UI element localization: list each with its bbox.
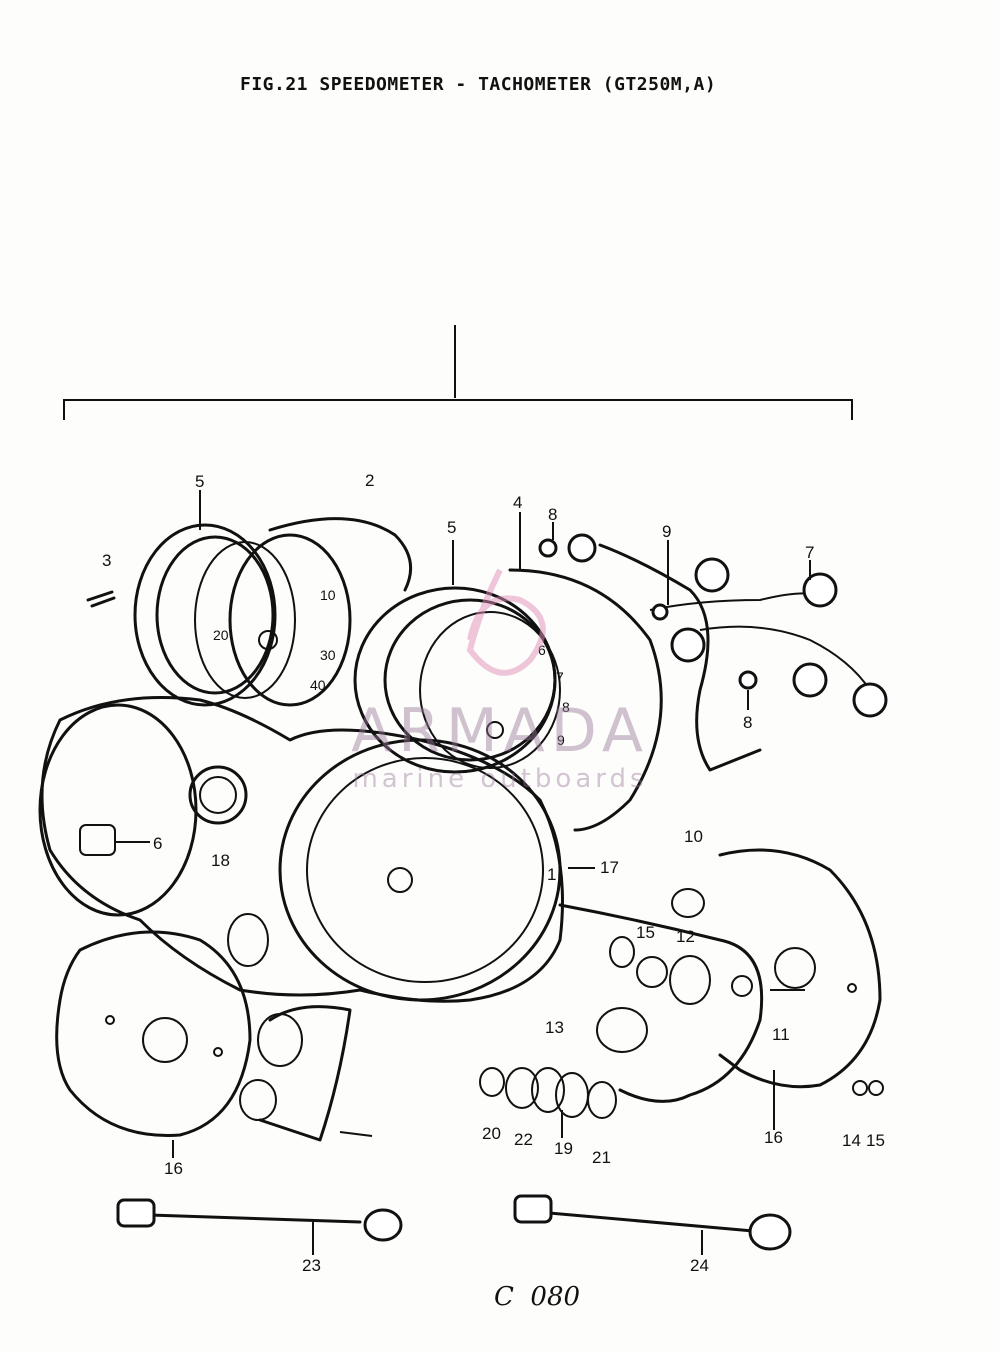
callout-leaders: [172, 490, 811, 1255]
tachometer-back-cover: [718, 848, 882, 1089]
lamp-wiring-harness: [538, 533, 888, 772]
watermark-name: ARMADA: [351, 696, 649, 766]
callout-13: 13: [545, 1018, 564, 1037]
svg-text:40: 40: [310, 677, 326, 693]
tachometer-bezel: [353, 586, 557, 774]
callout-5b: 5: [447, 518, 456, 537]
callout-24: 22: [514, 1130, 533, 1149]
rubber-cushions: [479, 1067, 617, 1119]
callout-10: 10: [684, 827, 703, 846]
indicator-lens: [86, 590, 116, 608]
callout-26: 24: [690, 1256, 709, 1275]
mounting-bracket: [558, 888, 884, 1103]
lamp-holder-group: [239, 1005, 373, 1142]
armada-logo-icon: [466, 568, 546, 676]
watermark-subtitle: marine outboards: [352, 764, 648, 794]
svg-text:10: 10: [320, 587, 336, 603]
speedometer-back-cover: [55, 930, 252, 1137]
callout-11: 11: [772, 1025, 790, 1044]
page-code: C 080: [494, 1282, 581, 1312]
callout-9: 9: [662, 522, 671, 541]
meter-housing: [38, 696, 635, 1003]
callout-19: 17: [600, 858, 619, 877]
callout-20: 18: [211, 851, 230, 870]
callout-6: 6: [153, 834, 162, 853]
callout-5a: 5: [195, 472, 204, 491]
svg-text:6: 6: [538, 642, 546, 658]
assembly-bracket: [63, 325, 853, 420]
callout-18: 16: [164, 1159, 183, 1178]
speedometer-cable: [116, 1198, 403, 1242]
callout-17: 16: [764, 1128, 783, 1147]
svg-text:8: 8: [562, 699, 570, 715]
callout-3: 3: [102, 551, 111, 570]
speedometer-bezel: [133, 523, 277, 707]
callout-8b: 8: [743, 713, 752, 732]
callout-4: 4: [513, 493, 522, 512]
speedometer-unit: 20 10 30 40: [194, 517, 413, 707]
callout-14: 15: [636, 923, 655, 942]
callout-labels: 2 5 5 4 3 8 9 7 8 6 18 1 17 10 15 12 13 …: [102, 471, 885, 1275]
callout-22: 20: [482, 1124, 501, 1143]
callout-16: 15: [866, 1131, 885, 1150]
callout-1: 1: [547, 865, 556, 884]
callout-23: 21: [592, 1148, 611, 1167]
callout-12: 12: [676, 927, 695, 946]
tachometer-unit: 6 7 8 9: [419, 568, 663, 832]
tachometer-cable: [513, 1194, 792, 1251]
svg-text:9: 9: [557, 732, 565, 748]
callout-15: 14: [842, 1131, 861, 1150]
callout-25: 23: [302, 1256, 321, 1275]
trip-reset-knob: [79, 824, 150, 856]
callout-21: 19: [554, 1139, 573, 1158]
svg-text:7: 7: [556, 669, 564, 685]
callout-8a: 8: [548, 505, 557, 524]
callout-7: 7: [805, 543, 814, 562]
svg-text:20: 20: [213, 627, 229, 643]
figure-title: FIG.21 SPEEDOMETER - TACHOMETER (GT250M,…: [240, 74, 717, 95]
callout-2: 2: [365, 471, 374, 490]
svg-text:30: 30: [320, 647, 336, 663]
ignition-switch: [188, 765, 248, 825]
